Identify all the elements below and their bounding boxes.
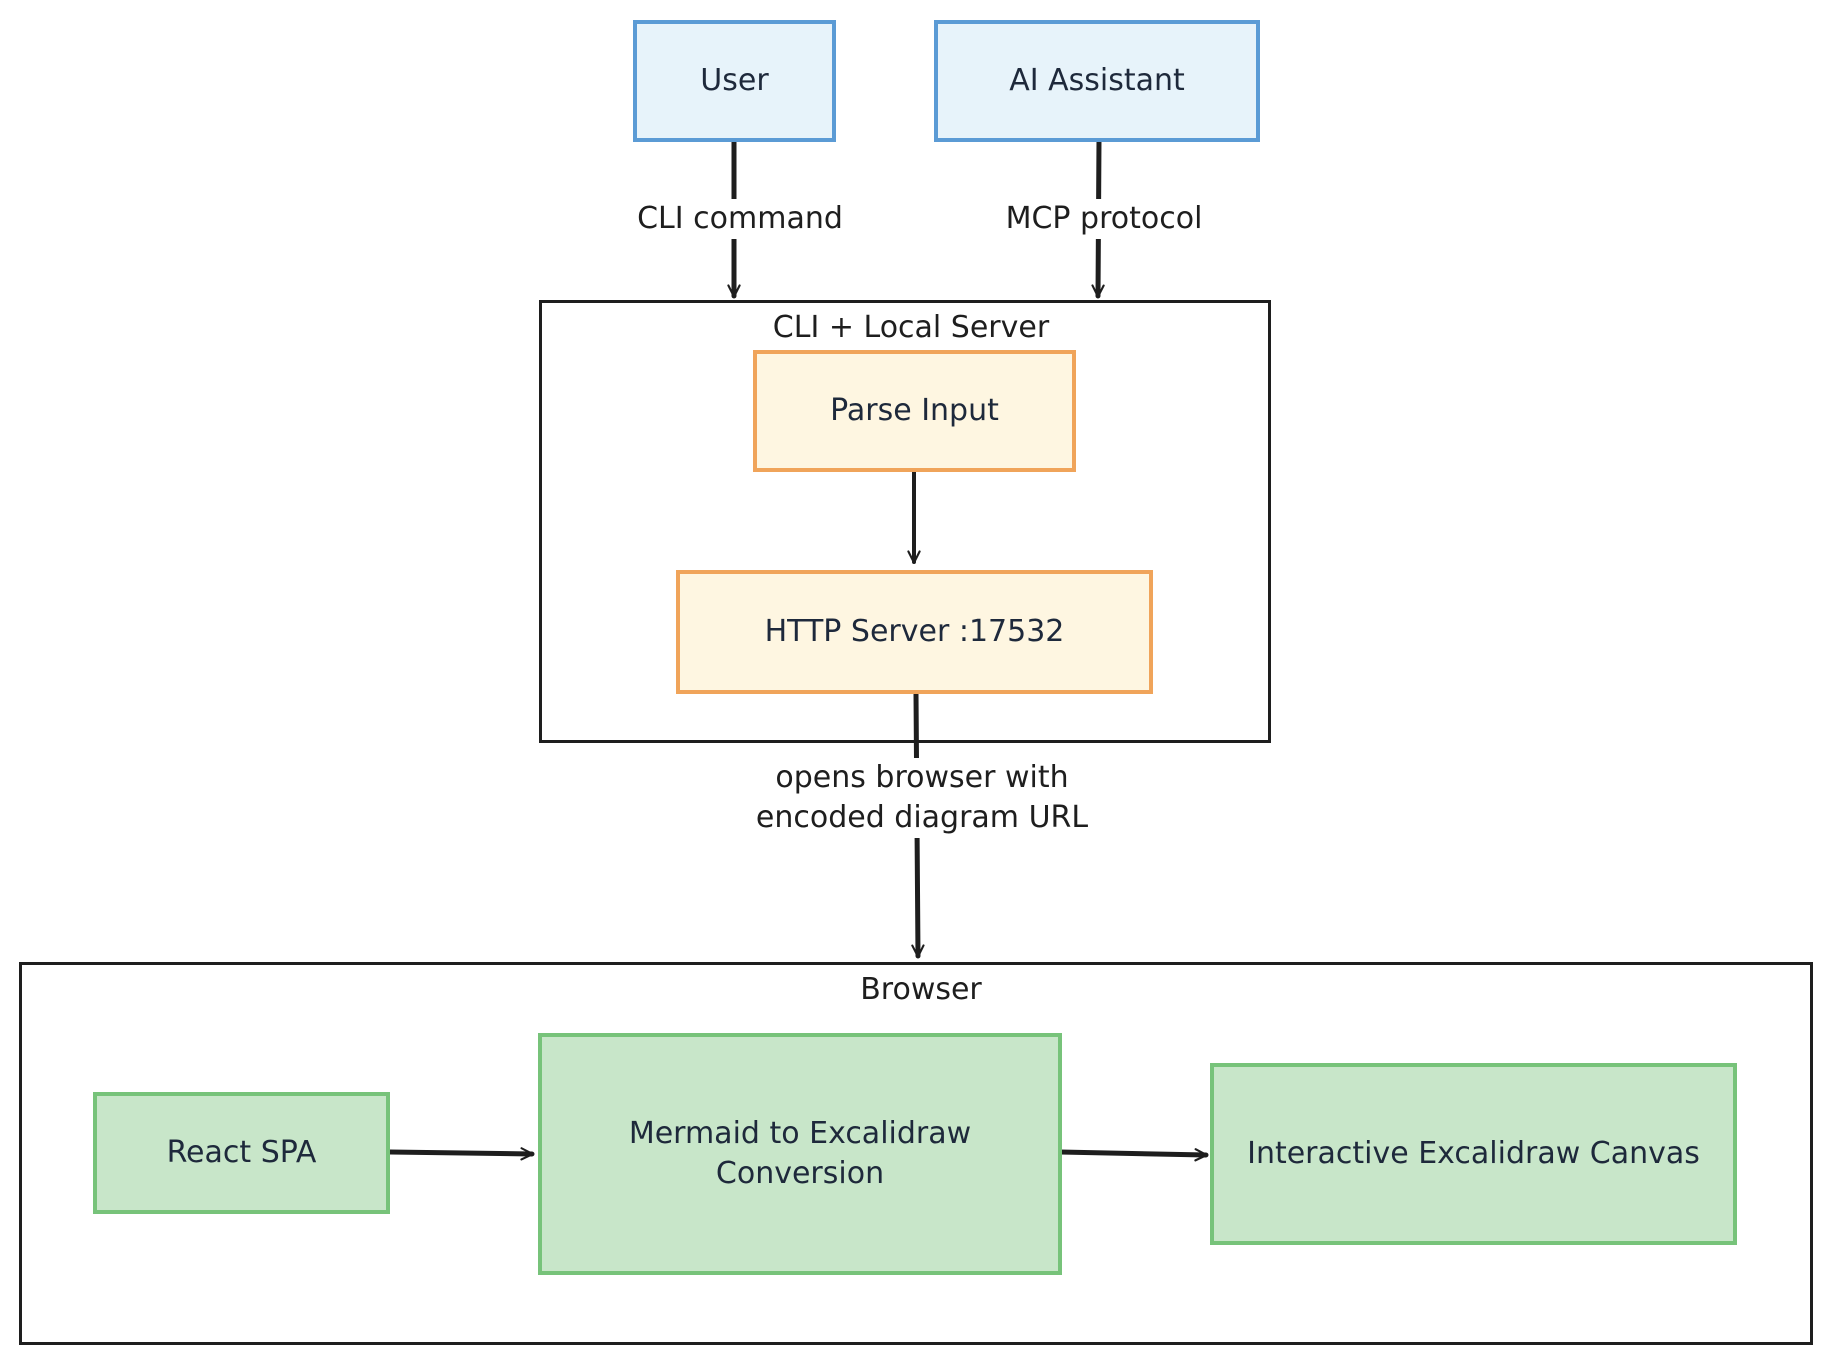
ai-assistant-node: AI Assistant [934,20,1260,142]
edge-label-mcp-protocol: MCP protocol [983,199,1225,239]
user-node: User [633,20,836,142]
edge-react-to-mermaid [387,1147,535,1161]
edge-label-opens-browser: opens browser with encoded diagram URL [740,758,1104,838]
browser-group [19,962,1813,1345]
mermaid-conversion-node: Mermaid to Excalidraw Conversion [538,1033,1062,1275]
cli-local-server-group [539,300,1271,743]
cli-local-server-group-title: CLI + Local Server [750,310,1072,346]
http-server-node: HTTP Server :17532 [676,570,1153,694]
react-spa-node: React SPA [93,1092,390,1214]
excalidraw-canvas-node: Interactive Excalidraw Canvas [1210,1063,1737,1245]
edge-mermaid-to-canvas [1057,1148,1209,1162]
parse-input-node: Parse Input [753,350,1076,472]
browser-group-title: Browser [840,972,1002,1008]
edge-label-cli-command: CLI command [624,199,856,239]
